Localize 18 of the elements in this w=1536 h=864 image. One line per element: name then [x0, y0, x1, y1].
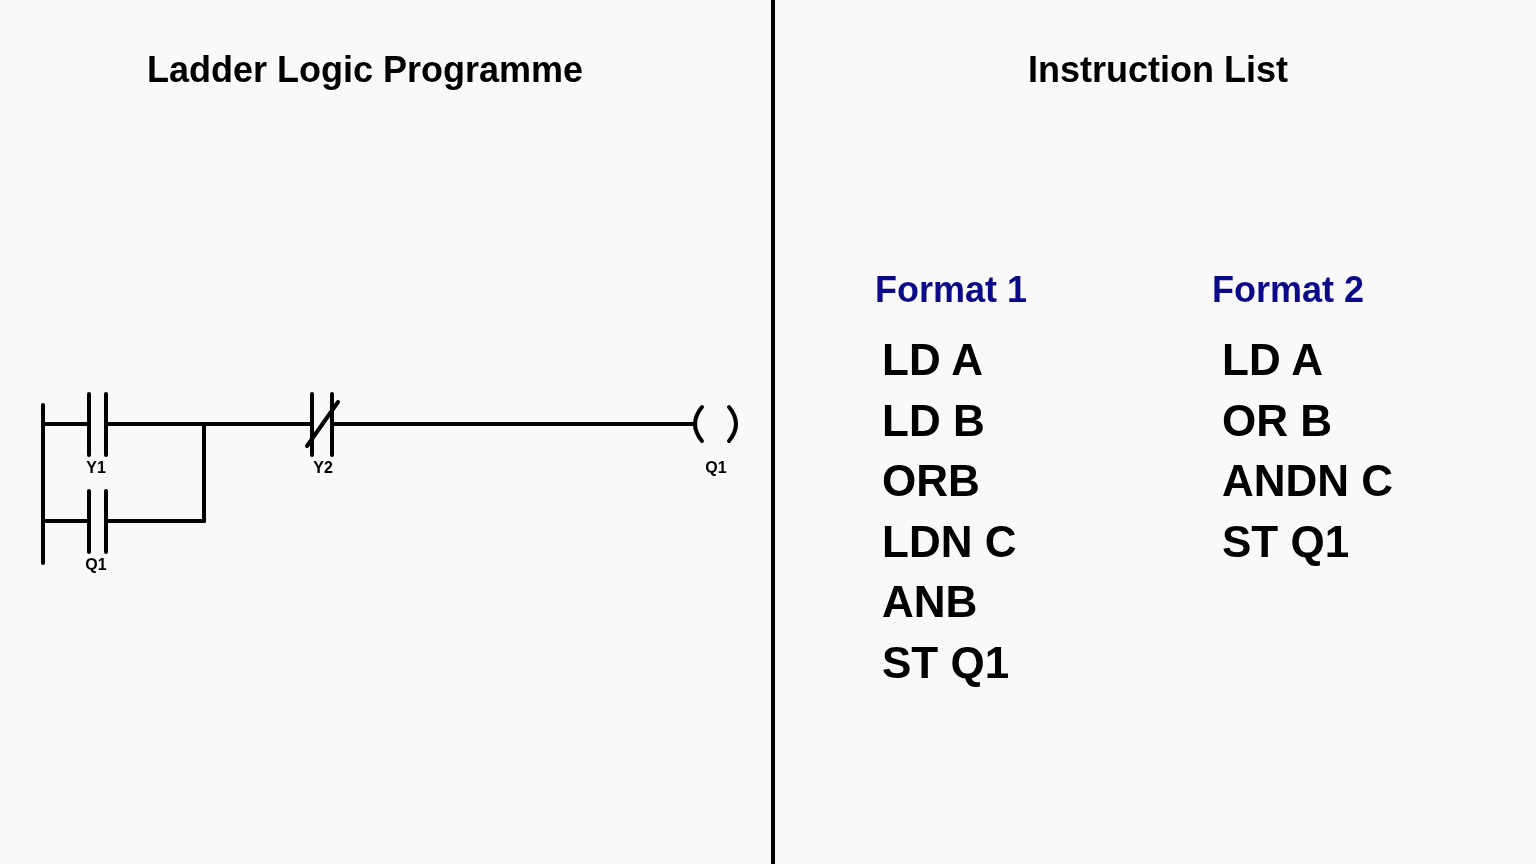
- instruction-line: ANB: [882, 580, 978, 624]
- instruction-line: LD A: [882, 338, 984, 382]
- instruction-line: LDN C: [882, 519, 1017, 564]
- column-heading: Format 2: [1212, 272, 1365, 308]
- instruction-line: ORB: [882, 459, 980, 503]
- instruction-line: ST Q1: [1222, 519, 1350, 564]
- panel-heading: Instruction List: [1028, 52, 1288, 88]
- contact-label: Y2: [313, 460, 333, 476]
- panel-heading: Ladder Logic Programme: [146, 52, 584, 88]
- instruction-line: ANDN C: [1222, 459, 1394, 503]
- instruction-line: LD B: [882, 398, 985, 443]
- column-heading: Format 1: [875, 272, 1028, 308]
- instruction-line: ST Q1: [882, 640, 1010, 685]
- contact-label: Q1: [85, 557, 107, 573]
- instruction-line: OR B: [1222, 398, 1332, 443]
- coil-label: Q1: [705, 460, 727, 476]
- instruction-line: LD A: [1222, 338, 1324, 382]
- contact-label: Y1: [86, 460, 106, 476]
